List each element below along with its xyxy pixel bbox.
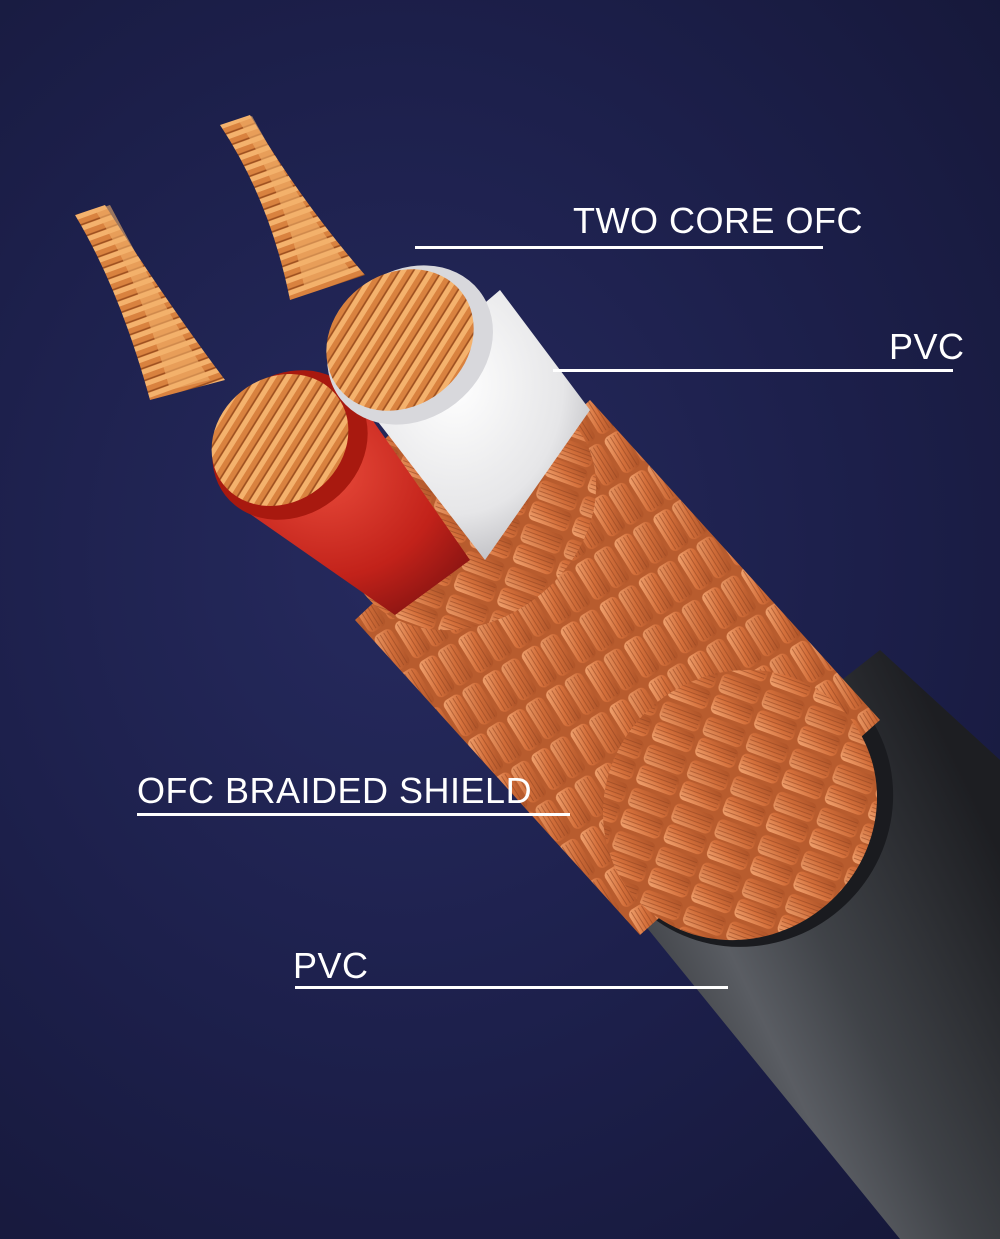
two-core-ofc-label: TWO CORE OFC bbox=[573, 200, 863, 241]
ofc-braided-shield-leader-line bbox=[137, 813, 570, 816]
inner-pvc-leader-line bbox=[553, 369, 953, 372]
two-core-ofc-leader-line bbox=[415, 246, 823, 249]
outer-pvc-leader-line bbox=[295, 986, 728, 989]
ofc-braided-shield-label: OFC BRAIDED SHIELD bbox=[137, 770, 533, 811]
inner-pvc-label: PVC bbox=[889, 326, 965, 367]
outer-pvc-label: PVC bbox=[293, 945, 369, 986]
red-conductor-shape bbox=[75, 205, 470, 615]
white-conductor-shape bbox=[220, 115, 590, 560]
